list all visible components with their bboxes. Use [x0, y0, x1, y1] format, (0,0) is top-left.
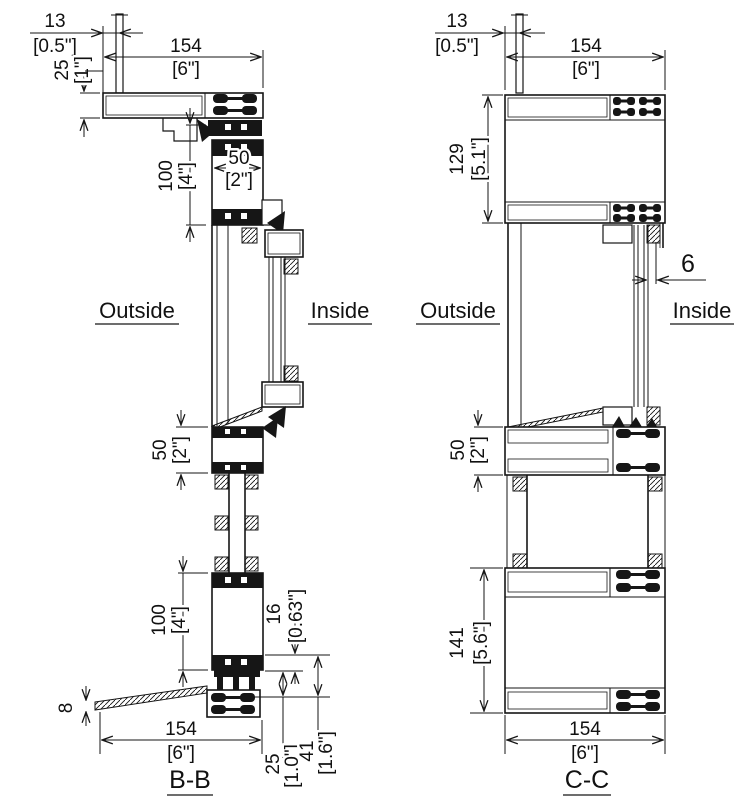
bb-glazing-bead-bottom	[261, 381, 304, 408]
dim-text: 100	[156, 160, 177, 192]
dim-text: 129	[447, 143, 468, 175]
bb-anchor-bolts	[214, 670, 260, 690]
bb-head-gasket	[208, 120, 262, 136]
dim-text: [4"]	[169, 606, 190, 634]
bb-dim-width-bottom: 154 [6"]	[99, 712, 263, 767]
dim-text: [2"]	[170, 436, 191, 464]
cc-seal	[612, 416, 625, 427]
dim-text: 16	[264, 603, 285, 624]
cc-dim-sill-height: 141 [5.6"]	[445, 567, 503, 714]
dim-text: [6"]	[167, 743, 195, 764]
dim-text: [2"]	[225, 170, 253, 191]
bb-frame-web	[211, 225, 229, 427]
dim-text: 50	[448, 439, 469, 460]
cc-inside-label: Inside	[673, 298, 732, 323]
bb-sill-frame	[211, 572, 264, 671]
cc-dim-transom-height: 50 [2"]	[446, 410, 503, 492]
bb-dim-fin-offset: 13 [0.5"]	[30, 9, 143, 68]
cc-glazing-stop-top	[602, 224, 633, 244]
dim-text: [2"]	[468, 436, 489, 464]
dim-text: [1.0"]	[282, 744, 303, 788]
pointer-arrow	[262, 417, 278, 438]
bb-glazing-bead-top	[264, 229, 304, 258]
bb-head-clip	[162, 118, 198, 142]
bb-vent-frame	[211, 139, 264, 226]
cc-seal	[646, 418, 657, 427]
pointer-arrow	[267, 211, 285, 234]
bb-outside-label: Outside	[99, 298, 175, 323]
bb-inside-label: Inside	[311, 298, 370, 323]
bb-dim-flashing: 8	[54, 686, 86, 726]
dim-text: 50	[228, 148, 249, 169]
dim-text: [0.63"]	[286, 589, 307, 643]
bb-sill-flashing	[94, 685, 208, 711]
dim-text: 13	[446, 11, 467, 32]
dim-text: 6	[681, 250, 695, 278]
dim-text: 25	[52, 59, 73, 80]
bb-dim-vent-height: 100 [4"]	[154, 108, 206, 242]
bb-dim-cap-height: 25 [1"]	[50, 54, 100, 137]
dim-text: [6"]	[571, 743, 599, 764]
cc-dim-width-top: 154 [6"]	[507, 34, 666, 90]
dim-text: 50	[150, 439, 171, 460]
cc-sill-profile	[504, 567, 666, 714]
cc-anchor-fin	[515, 13, 524, 94]
section-bb: 13 [0.5"] 154 [6"] 25 [1"]	[30, 9, 372, 796]
pointer-arrow	[268, 406, 286, 428]
cc-spandrel-panel	[506, 475, 666, 569]
dim-text: 8	[56, 703, 77, 714]
dim-text: 100	[149, 604, 170, 636]
bb-dim-width-top: 154 [6"]	[102, 34, 264, 88]
bb-head-profile	[85, 70, 264, 119]
dim-text: 41	[297, 740, 318, 761]
bb-sill-receptor	[206, 689, 261, 718]
bb-anchor-fin	[115, 13, 124, 94]
dim-text: [0.5"]	[435, 36, 479, 57]
dim-text: 141	[447, 627, 468, 659]
cc-seal	[629, 417, 642, 427]
dim-text: 13	[44, 11, 65, 32]
bb-fixed-glass-unit	[214, 473, 259, 573]
dim-text: [5.6"]	[471, 621, 492, 665]
cc-outer-face	[507, 223, 522, 427]
dim-text: 154	[570, 36, 602, 57]
cc-glass-unit	[633, 225, 649, 407]
cc-dim-head-height: 129 [5.1"]	[445, 94, 503, 224]
cc-dim-fin-offset: 13 [0.5"]	[433, 9, 545, 90]
bb-section-title: B-B	[169, 766, 211, 794]
bb-dim-transom-height: 50 [2"]	[148, 410, 208, 490]
dim-text: [6"]	[172, 59, 200, 80]
dim-text: [6"]	[572, 59, 600, 80]
section-cc: 13 [0.5"] 154 [6"]	[416, 9, 734, 796]
cc-section-title: C-C	[565, 766, 609, 794]
dim-text: [4"]	[176, 162, 197, 190]
cc-dim-glass: 6	[632, 242, 706, 284]
cc-head-profile	[504, 94, 666, 224]
dim-text: 154	[165, 719, 197, 740]
bb-dim-sillframe-height: 100 [4"]	[147, 556, 208, 687]
cc-gasket-block	[646, 224, 661, 244]
cc-outside-label: Outside	[420, 298, 496, 323]
cc-dim-width-bottom: 154 [6"]	[504, 715, 666, 767]
dim-text: [1"]	[72, 56, 93, 84]
bb-transom-profile	[211, 426, 264, 474]
bb-gasket-block	[241, 227, 258, 244]
dim-text: [0.5"]	[33, 36, 77, 57]
dim-text: 154	[569, 719, 601, 740]
cc-transom-profile	[504, 426, 666, 476]
bb-dim-vent-width: 50 [2"]	[215, 146, 260, 194]
bb-vent-glass-unit	[268, 257, 299, 382]
dim-text: [1.6"]	[316, 731, 337, 775]
dim-text: [5.1"]	[469, 137, 490, 181]
dim-text: 154	[170, 36, 202, 57]
dim-text: 25	[263, 753, 284, 774]
bb-dim-gasket-chain: 16 [0.63"] 25 [1.0"] 41 [1.6"]	[248, 586, 340, 790]
